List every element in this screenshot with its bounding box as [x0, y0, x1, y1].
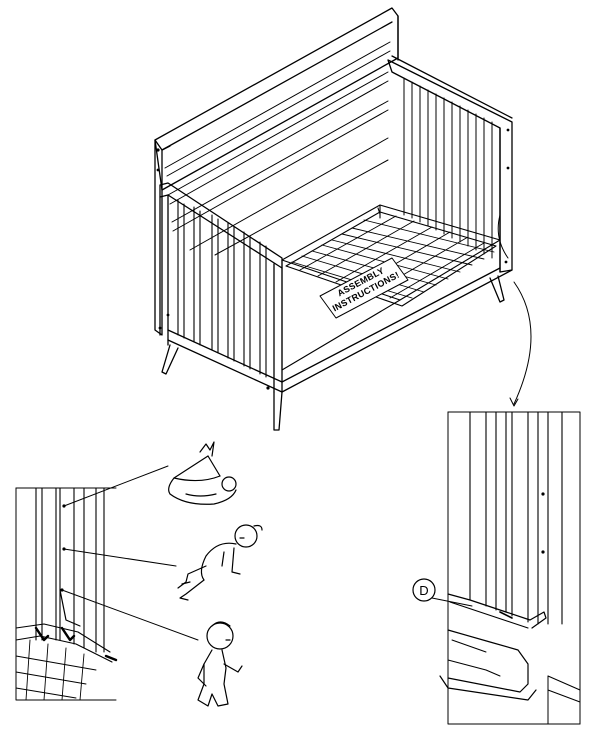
front-left-leg [161, 344, 179, 375]
right-end-panel [387, 59, 513, 273]
spring-bracket [447, 593, 547, 629]
highlight-arc [497, 214, 509, 259]
front-spindles [177, 199, 267, 378]
bolt-dots [156, 128, 510, 390]
detail-connector [513, 281, 532, 405]
headboard-slats [164, 41, 391, 256]
detail-inset-left [15, 465, 199, 701]
front-right-leg [273, 391, 283, 431]
leader-newborn [63, 465, 169, 507]
callout-leader [431, 597, 473, 607]
callout-letter-d: D [419, 583, 428, 598]
crib-illustration: ASSEMBLY INSTRUCTIONS! [154, 7, 513, 431]
left-detail-slats [35, 487, 105, 653]
front-bottom-rail [167, 267, 501, 383]
right-end-slats [403, 77, 493, 259]
back-right-leg [489, 275, 505, 303]
crawling-baby-icon [177, 524, 263, 601]
detail-inset-right: D [412, 411, 581, 725]
detail-panel-slats [469, 411, 563, 625]
leader-toddler [61, 589, 199, 641]
toddler-icon [197, 621, 243, 707]
newborn-icon [168, 441, 237, 505]
callout-circle-d [412, 578, 436, 602]
left-post [154, 139, 163, 336]
leader-crawling [63, 548, 177, 567]
